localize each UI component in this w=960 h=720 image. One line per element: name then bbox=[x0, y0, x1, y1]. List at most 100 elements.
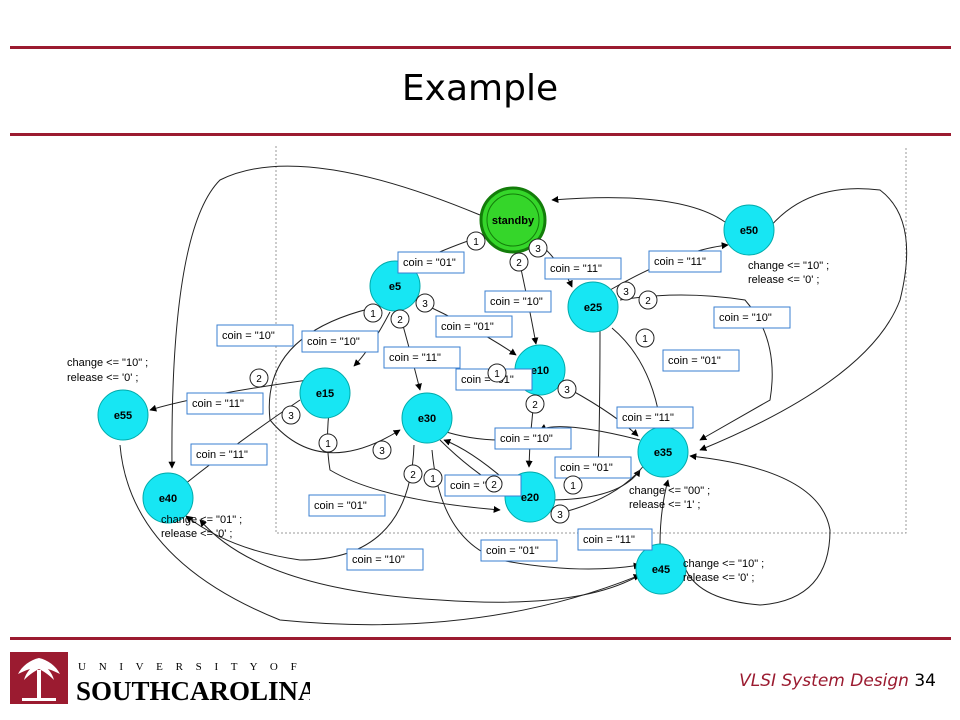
svg-text:coin = "10": coin = "10" bbox=[719, 312, 772, 324]
svg-text:1: 1 bbox=[430, 474, 436, 485]
course-name: VLSI System Design bbox=[739, 671, 909, 691]
transition-edge bbox=[119, 444, 641, 626]
transition-edge bbox=[551, 196, 726, 223]
state-label: e25 bbox=[584, 302, 602, 314]
state-label: e45 bbox=[652, 564, 670, 576]
transition-edge bbox=[185, 444, 415, 561]
transition-edge bbox=[685, 453, 831, 606]
condition-label: coin = "01" bbox=[662, 349, 740, 372]
state-e25: e25 bbox=[567, 281, 619, 333]
state-label: e15 bbox=[316, 388, 334, 400]
top-rule bbox=[10, 46, 951, 49]
priority-marker: 3 bbox=[528, 238, 548, 258]
svg-text:coin = "11": coin = "11" bbox=[622, 412, 674, 424]
state-label: e40 bbox=[159, 493, 177, 505]
svg-text:3: 3 bbox=[623, 287, 629, 298]
svg-text:coin = "01": coin = "01" bbox=[560, 462, 613, 474]
state-label: e50 bbox=[740, 225, 758, 237]
svg-text:coin = "11": coin = "11" bbox=[389, 352, 441, 364]
svg-text:change <= "00" ;: change <= "00" ; bbox=[629, 485, 710, 497]
svg-text:coin = "11": coin = "11" bbox=[583, 534, 635, 546]
svg-text:2: 2 bbox=[397, 315, 403, 326]
priority-marker: 1 bbox=[635, 328, 655, 348]
state-e50: e50 bbox=[723, 204, 775, 256]
svg-text:coin = "10": coin = "10" bbox=[500, 433, 553, 445]
state-label: e10 bbox=[531, 365, 549, 377]
priority-marker: 2 bbox=[403, 464, 423, 484]
action-annotation: change <= "00" ; release <= '1' ; bbox=[629, 485, 710, 511]
state-label: e35 bbox=[654, 447, 672, 459]
svg-text:1: 1 bbox=[570, 481, 576, 492]
state-label: e30 bbox=[418, 413, 436, 425]
footer-rule bbox=[10, 637, 951, 640]
svg-text:release <= '0' ;: release <= '0' ; bbox=[67, 372, 138, 384]
svg-text:coin = "10": coin = "10" bbox=[352, 554, 405, 566]
condition-label: coin = "11" bbox=[577, 528, 653, 551]
condition-label: coin = "01" bbox=[435, 315, 513, 338]
transition-edge bbox=[699, 188, 908, 451]
condition-label: coin = "01" bbox=[397, 251, 465, 274]
svg-text:3: 3 bbox=[564, 385, 570, 396]
state-e55: e55 bbox=[97, 389, 149, 441]
svg-text:2: 2 bbox=[532, 400, 538, 411]
condition-label: coin = "01" bbox=[308, 494, 386, 517]
priority-marker: 1 bbox=[363, 303, 383, 323]
footer-caption: VLSI System Design 34 bbox=[739, 671, 936, 691]
action-annotation: change <= "01" ;release <= '0' ; bbox=[161, 514, 242, 540]
priority-marker: 1 bbox=[423, 468, 443, 488]
priority-marker: 3 bbox=[415, 293, 435, 313]
state-e35: e35 bbox=[637, 426, 689, 478]
svg-text:2: 2 bbox=[410, 470, 416, 481]
condition-label: coin = "10" bbox=[346, 548, 424, 571]
condition-label: coin = "11" bbox=[544, 257, 622, 280]
svg-text:1: 1 bbox=[473, 237, 479, 248]
svg-text:2: 2 bbox=[645, 296, 651, 307]
condition-label: coin = "10" bbox=[713, 306, 791, 329]
svg-text:3: 3 bbox=[422, 299, 428, 310]
state-e15: e15 bbox=[299, 367, 351, 419]
svg-text:3: 3 bbox=[379, 446, 385, 457]
priority-marker: 1 bbox=[563, 475, 583, 495]
svg-text:1: 1 bbox=[642, 334, 648, 345]
priority-marker: 3 bbox=[616, 281, 636, 301]
transition-edge bbox=[547, 469, 641, 501]
svg-text:1: 1 bbox=[494, 369, 500, 380]
transition-edge bbox=[199, 519, 641, 603]
condition-label: coin = "10" bbox=[484, 290, 552, 313]
condition-label: coin = "01" bbox=[554, 456, 632, 479]
priority-marker: 2 bbox=[638, 290, 658, 310]
state-label: e55 bbox=[114, 410, 132, 422]
condition-label: coin = "11" bbox=[186, 392, 264, 415]
state-label: standby bbox=[492, 215, 535, 227]
svg-text:1: 1 bbox=[325, 439, 331, 450]
transition-edge bbox=[168, 165, 481, 469]
svg-text:2: 2 bbox=[256, 374, 262, 385]
transition-edge bbox=[268, 304, 401, 454]
priority-marker: 2 bbox=[390, 309, 410, 329]
transition-edge bbox=[327, 403, 501, 513]
priority-marker: 3 bbox=[550, 504, 570, 524]
svg-text:coin = "11": coin = "11" bbox=[192, 398, 244, 410]
state-label: e20 bbox=[521, 492, 539, 504]
action-annotation: change <= "10" ;release <= '0' ; bbox=[748, 260, 829, 286]
palmetto-logo: U N I V E R S I T Y O F SOUTHCAROLINA. bbox=[10, 652, 324, 706]
logo-bottom-text: SOUTHCAROLINA. bbox=[76, 676, 310, 706]
priority-marker: 2 bbox=[249, 368, 269, 388]
title-underline bbox=[10, 133, 951, 136]
svg-text:coin = "01": coin = "01" bbox=[441, 321, 494, 333]
priority-marker: 1 bbox=[487, 363, 507, 383]
condition-label: coin = "10" bbox=[216, 324, 294, 347]
transition-edge bbox=[659, 479, 670, 546]
svg-text:coin = "01": coin = "01" bbox=[668, 355, 721, 367]
svg-text:release <= '0' ;: release <= '0' ; bbox=[683, 572, 754, 584]
university-logo: U N I V E R S I T Y O F SOUTHCAROLINA. bbox=[10, 650, 324, 711]
action-annotation: change <= "10" ;release <= '0' ; bbox=[67, 357, 148, 384]
transition-edge bbox=[439, 428, 501, 441]
condition-label: coin = "11" bbox=[383, 346, 461, 369]
svg-text:release <= '0' ;: release <= '0' ; bbox=[748, 274, 819, 286]
page-number: 34 bbox=[914, 671, 936, 691]
svg-text:change <= "10" ;: change <= "10" ; bbox=[683, 558, 764, 570]
state-e30: e30 bbox=[401, 392, 453, 444]
svg-text:release <= '1' ;: release <= '1' ; bbox=[629, 499, 700, 511]
